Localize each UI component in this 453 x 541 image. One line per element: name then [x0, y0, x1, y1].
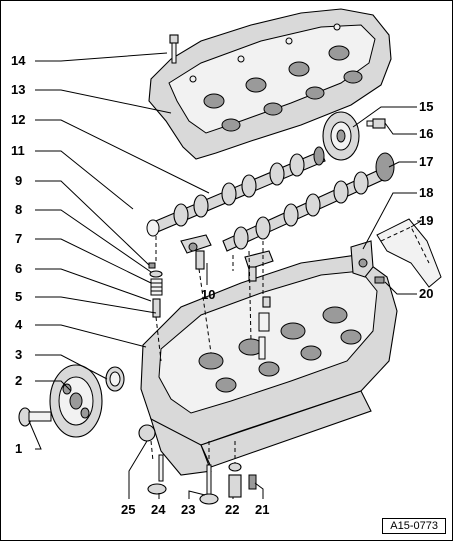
callout-2: 2 — [15, 373, 22, 388]
intake-camshaft — [222, 152, 395, 252]
camshaft-housing — [148, 8, 392, 160]
oil-pressure-valve — [228, 462, 242, 498]
leader-lines — [28, 52, 423, 499]
rocker-arm-2 — [244, 250, 274, 282]
callout-9: 9 — [15, 173, 22, 188]
cylinder-head — [140, 254, 398, 476]
timing-chain — [376, 218, 442, 288]
roller-rocker-arm — [180, 234, 212, 254]
callout-16: 16 — [419, 126, 433, 141]
valve-keepers — [148, 262, 156, 269]
callout-6: 6 — [15, 261, 22, 276]
callout-24: 24 — [151, 502, 166, 517]
callout-18: 18 — [419, 185, 433, 200]
callout-21: 21 — [255, 502, 269, 517]
figure-reference-code: A15-0773 — [382, 518, 446, 534]
callout-labels: 14 13 12 11 9 8 7 6 5 4 3 2 1 10 15 16 1… — [11, 53, 433, 517]
hydraulic-lifter — [195, 250, 205, 270]
callout-5: 5 — [15, 289, 22, 304]
sealing-plug — [138, 424, 156, 442]
callout-12: 12 — [11, 112, 25, 127]
callout-23: 23 — [181, 502, 195, 517]
valve-guide — [147, 454, 167, 495]
callout-7: 7 — [15, 231, 22, 246]
adjuster-bolt — [366, 118, 386, 129]
callout-13: 13 — [11, 82, 25, 97]
chain-tensioner — [350, 240, 374, 278]
callout-22: 22 — [225, 502, 239, 517]
camshaft-adjuster — [322, 111, 360, 161]
callout-19: 19 — [419, 213, 433, 228]
callout-1: 1 — [15, 441, 22, 456]
exhaust-camshaft — [146, 146, 326, 237]
callout-15: 15 — [419, 99, 433, 114]
oil-seal — [105, 366, 125, 392]
callout-14: 14 — [11, 53, 26, 68]
small-bolt — [248, 474, 257, 490]
valve-spring-retainer — [149, 270, 163, 278]
tensioner-bolt — [374, 276, 385, 284]
housing-bolt — [169, 34, 179, 64]
camshaft-sprocket — [49, 364, 103, 438]
callout-17: 17 — [419, 154, 433, 169]
callout-20: 20 — [419, 286, 433, 301]
valve — [199, 464, 219, 505]
valve-stem-seal — [152, 298, 161, 318]
callout-10: 10 — [201, 287, 215, 302]
valve-springs-installed — [258, 296, 271, 360]
valve-spring — [150, 278, 163, 296]
callout-4: 4 — [15, 317, 23, 332]
callout-3: 3 — [15, 347, 22, 362]
callout-11: 11 — [11, 143, 25, 158]
sprocket-bolt — [18, 407, 52, 427]
callout-25: 25 — [121, 502, 135, 517]
callout-8: 8 — [15, 202, 22, 217]
assembly-guides — [150, 236, 264, 463]
